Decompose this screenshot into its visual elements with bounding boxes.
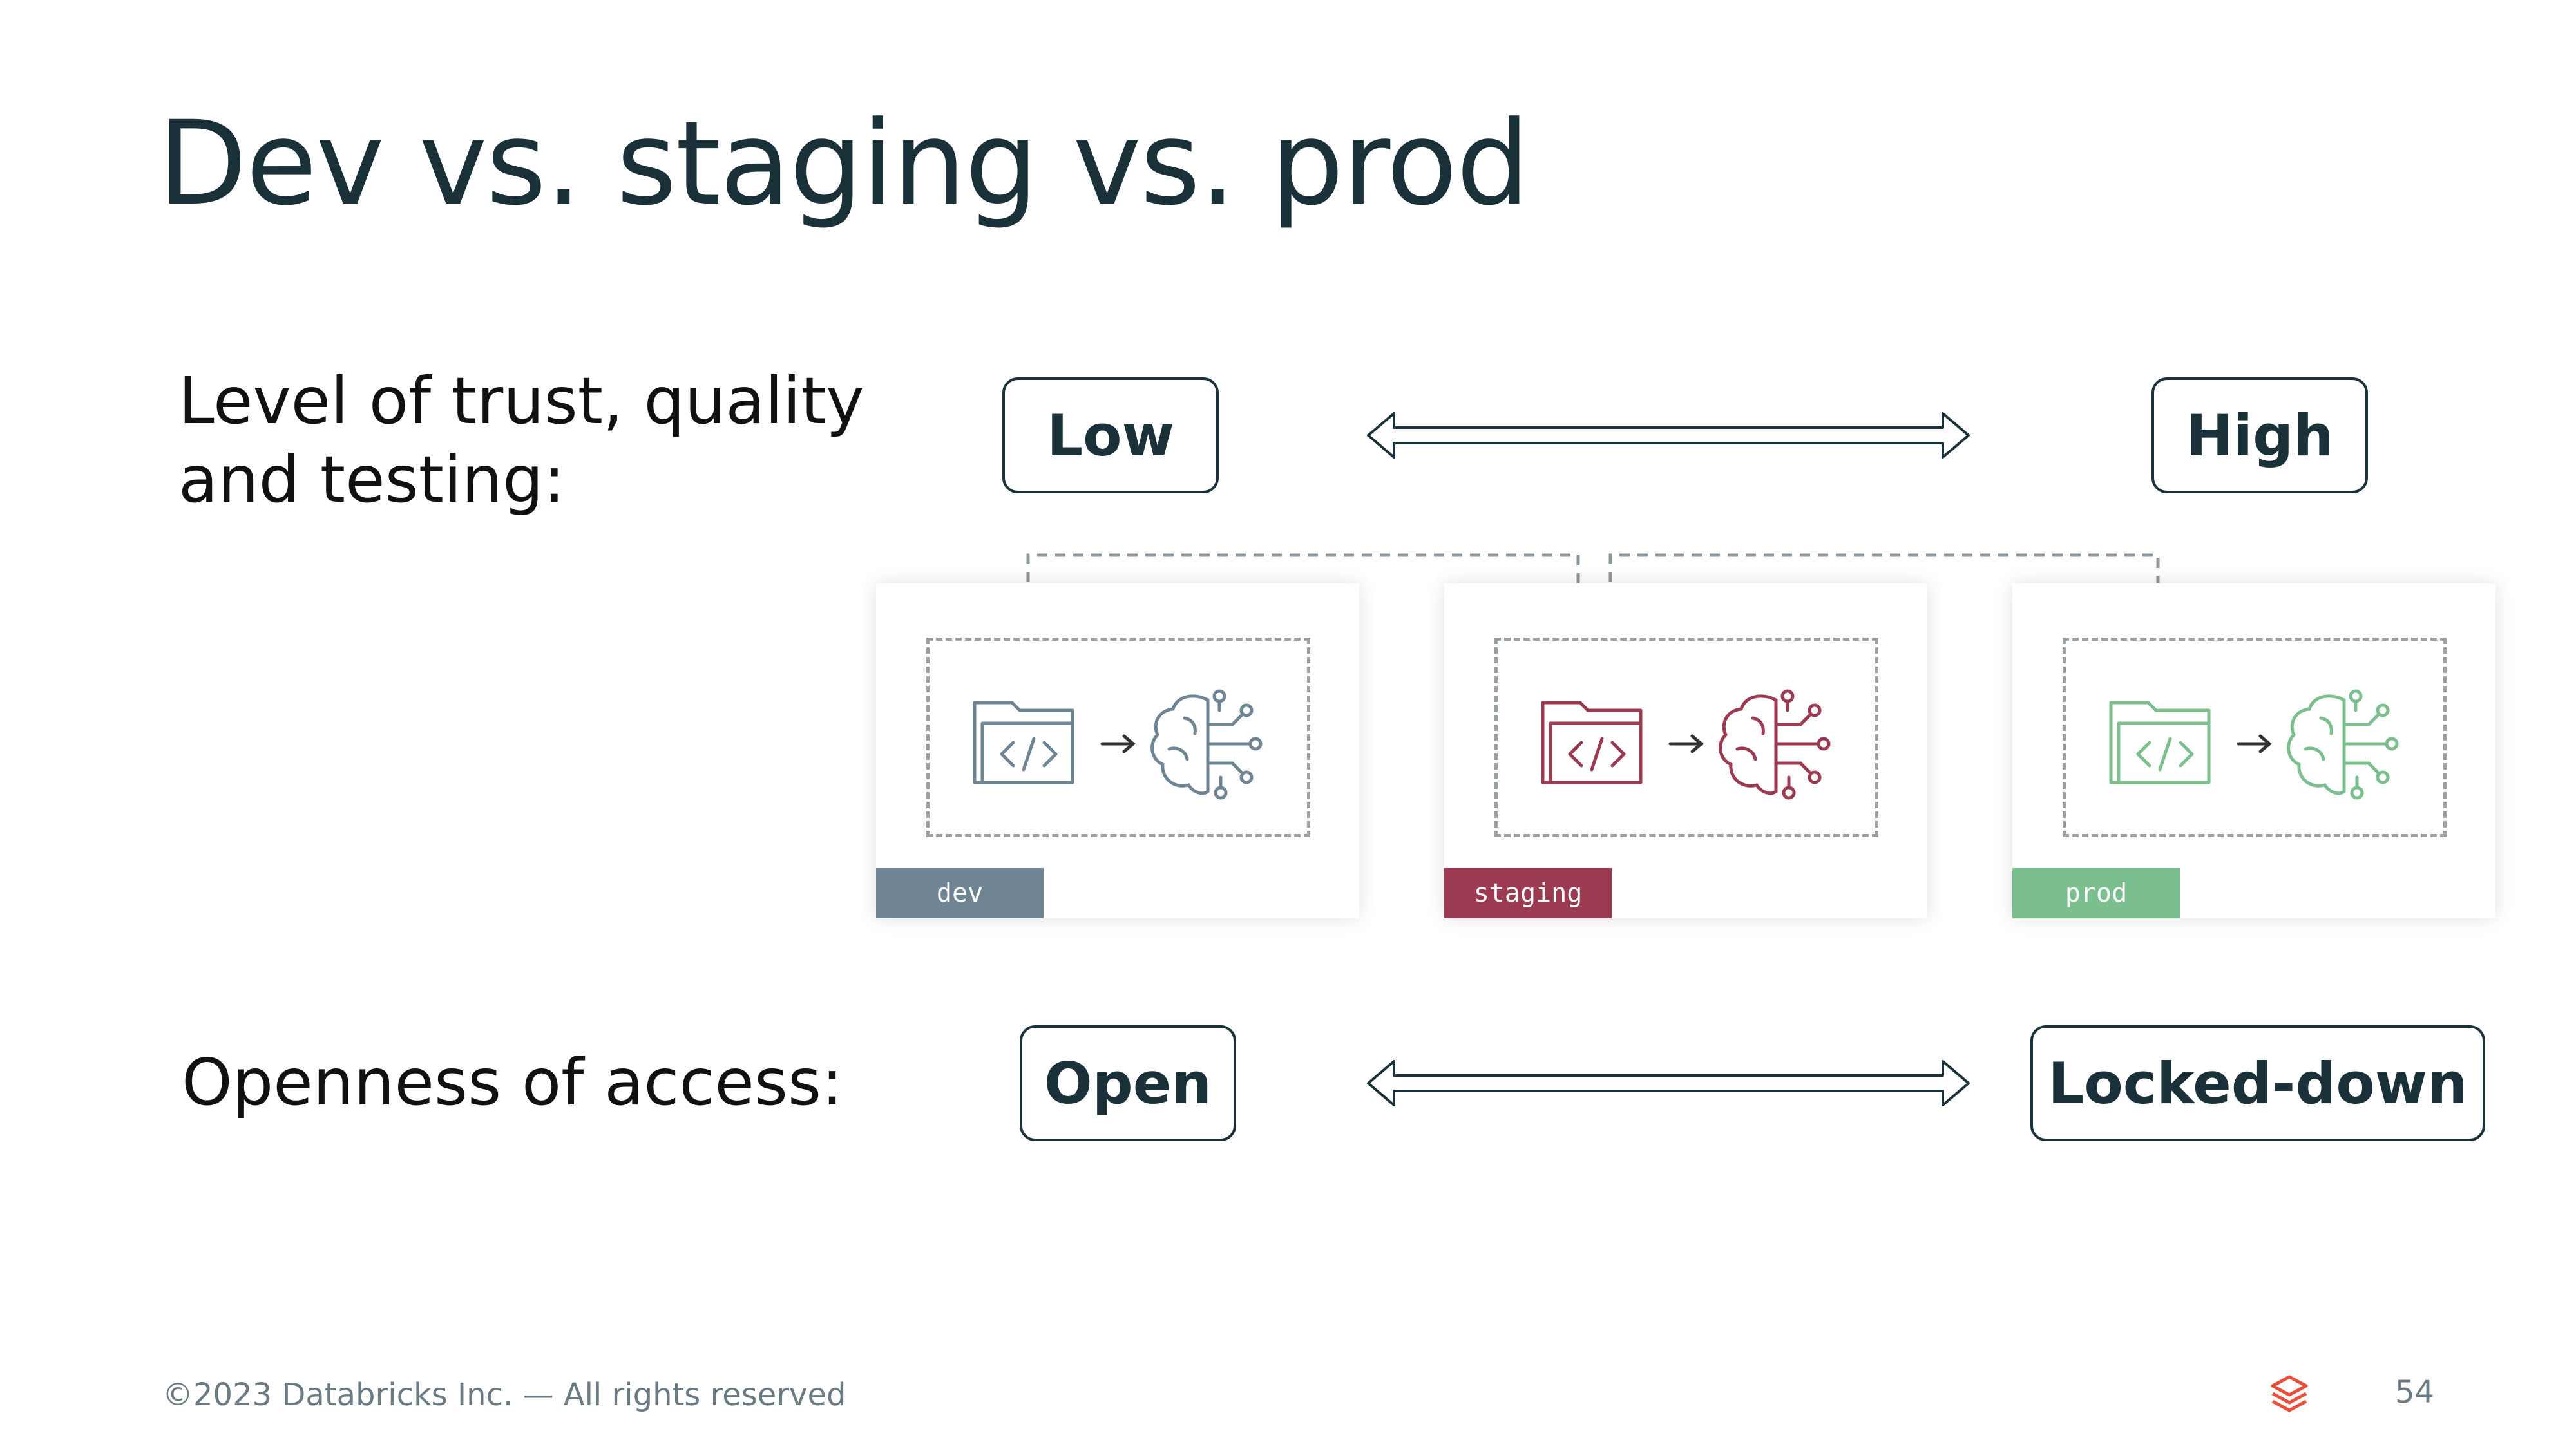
access-row-label: Openness of access: — [182, 1045, 843, 1120]
trust-row-label: Level of trust, quality and testing: — [178, 363, 864, 517]
artifact-box — [926, 638, 1310, 837]
code-folder-icon — [1541, 701, 1643, 784]
footer-copyright: ©2023 Databricks Inc. — All rights reser… — [162, 1377, 846, 1413]
env-tag-dev: dev — [876, 868, 1044, 918]
code-folder-icon — [973, 701, 1074, 784]
trust-high-box: High — [2151, 377, 2368, 493]
brain-circuit-icon — [1719, 689, 1831, 800]
promotion-connectors — [1026, 553, 2170, 623]
env-tag-prod: prod — [2012, 868, 2180, 918]
env-tag-staging: staging — [1444, 868, 1612, 918]
environment-card-prod: prod — [2012, 583, 2495, 918]
databricks-logo-icon — [2271, 1375, 2308, 1412]
access-double-arrow-icon — [1367, 1060, 1970, 1106]
page-number: 54 — [2395, 1374, 2435, 1410]
trust-low-box: Low — [1002, 377, 1219, 493]
right-arrow-icon — [1100, 734, 1136, 753]
code-folder-icon — [2109, 701, 2211, 784]
right-arrow-icon — [2237, 734, 2272, 753]
environment-card-staging: staging — [1444, 583, 1927, 918]
slide-title: Dev vs. staging vs. prod — [158, 97, 1530, 231]
environment-card-dev: dev — [876, 583, 1359, 918]
right-arrow-icon — [1668, 734, 1704, 753]
access-locked-down-box: Locked-down — [2030, 1025, 2485, 1141]
trust-double-arrow-icon — [1367, 412, 1970, 459]
access-open-box: Open — [1020, 1025, 1236, 1141]
artifact-box — [2063, 638, 2447, 837]
brain-circuit-icon — [2287, 689, 2399, 800]
brain-circuit-icon — [1150, 689, 1263, 800]
artifact-box — [1494, 638, 1878, 837]
